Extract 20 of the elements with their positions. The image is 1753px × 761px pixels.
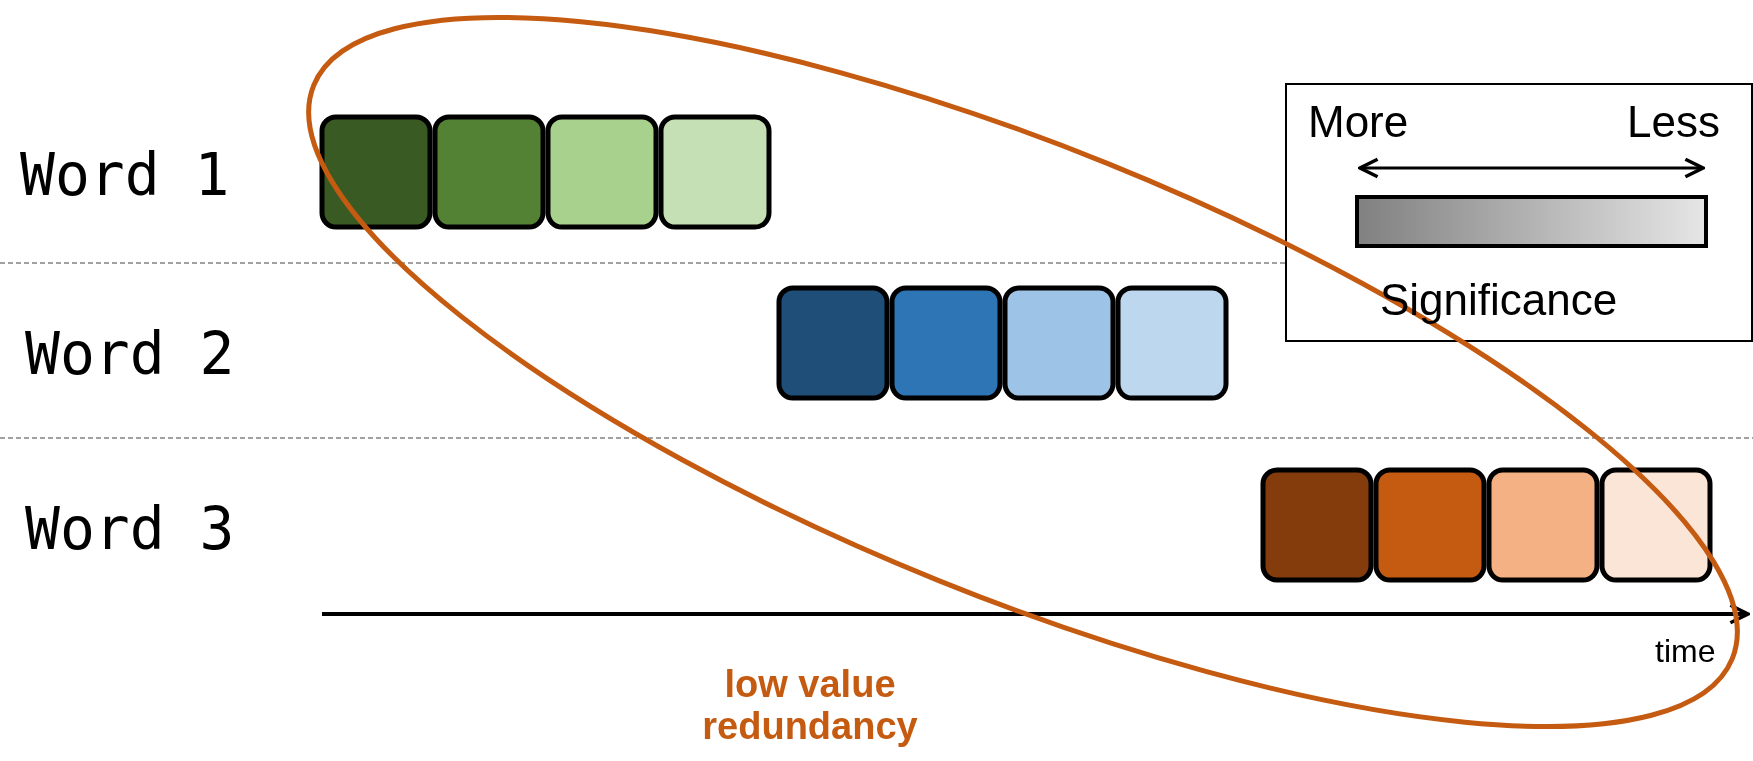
- row-label: Word 3: [25, 500, 235, 558]
- row-label: Word 2: [25, 325, 235, 383]
- scale-label: More: [1308, 100, 1409, 144]
- significance-block: [545, 114, 659, 230]
- significance-block: [432, 114, 546, 230]
- significance-block: [1002, 285, 1116, 401]
- gradient-bar: [1355, 195, 1708, 248]
- significance-block: [1486, 467, 1600, 583]
- significance-block: [1260, 467, 1374, 583]
- scale-label: Less: [1627, 100, 1720, 144]
- axis-label: time: [1655, 635, 1716, 667]
- significance-block: [319, 114, 433, 230]
- significance-block: [1373, 467, 1487, 583]
- significance-block: [889, 285, 1003, 401]
- annotation-text: low value redundancy: [701, 664, 919, 748]
- significance-block: [776, 285, 890, 401]
- significance-block: [1599, 467, 1713, 583]
- significance-block: [1115, 285, 1229, 401]
- significance-block: [658, 114, 772, 230]
- row-label: Word 1: [20, 146, 230, 204]
